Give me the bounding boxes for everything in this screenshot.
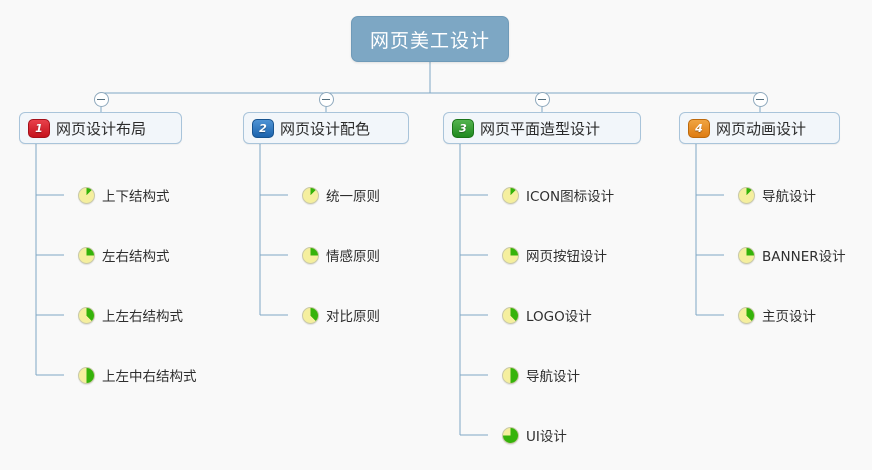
leaf-label: ICON图标设计	[526, 189, 615, 205]
leaf-label: 网页按钮设计	[526, 249, 607, 265]
progress-pie-icon	[78, 366, 95, 384]
leaf-item[interactable]: ICON图标设计	[502, 184, 614, 206]
branch-node-4[interactable]: 4 网页动画设计	[679, 112, 840, 144]
progress-pie-icon	[78, 186, 95, 204]
leaf-item[interactable]: 对比原则	[302, 304, 380, 326]
leaf-label: 对比原则	[326, 309, 380, 325]
progress-pie-icon	[738, 306, 755, 324]
leaf-item[interactable]: 上左右结构式	[78, 304, 183, 326]
leaf-item[interactable]: BANNER设计	[738, 244, 846, 266]
branch-badge-3: 3	[452, 118, 474, 138]
branch-badge-1: 1	[28, 118, 50, 138]
progress-pie-icon	[502, 306, 519, 324]
leaf-label: 左右结构式	[102, 249, 170, 265]
progress-pie-icon	[302, 186, 319, 204]
leaf-label: 统一原则	[326, 189, 380, 205]
leaf-label: 上左中右结构式	[102, 369, 197, 385]
leaf-label: 情感原则	[326, 249, 380, 265]
branch-label: 网页平面造型设计	[480, 119, 601, 138]
leaf-label: LOGO设计	[526, 309, 592, 325]
progress-pie-icon	[302, 246, 319, 264]
progress-pie-icon	[502, 366, 519, 384]
progress-pie-icon	[78, 246, 95, 264]
collapse-toggle-1[interactable]	[93, 92, 109, 107]
leaf-item[interactable]: 主页设计	[738, 304, 816, 326]
progress-pie-icon	[502, 426, 519, 444]
branch-label: 网页设计配色	[280, 119, 371, 138]
leaf-item[interactable]: 统一原则	[302, 184, 380, 206]
collapse-toggle-2[interactable]	[318, 92, 334, 107]
leaf-label: 主页设计	[762, 309, 816, 325]
collapse-toggle-4[interactable]	[752, 92, 768, 107]
leaf-label: UI设计	[526, 429, 567, 445]
progress-pie-icon	[738, 246, 755, 264]
leaf-item[interactable]: LOGO设计	[502, 304, 592, 326]
leaf-label: 导航设计	[762, 189, 816, 205]
progress-pie-icon	[78, 306, 95, 324]
progress-pie-icon	[502, 246, 519, 264]
branch-node-2[interactable]: 2 网页设计配色	[243, 112, 409, 144]
branch-label: 网页动画设计	[716, 119, 807, 138]
leaf-label: 上左右结构式	[102, 309, 183, 325]
leaf-item[interactable]: 情感原则	[302, 244, 380, 266]
progress-pie-icon	[738, 186, 755, 204]
leaf-label: BANNER设计	[762, 249, 846, 265]
leaf-item[interactable]: 上左中右结构式	[78, 364, 197, 386]
branch-label: 网页设计布局	[56, 119, 147, 138]
branch-badge-4: 4	[688, 118, 710, 138]
leaf-item[interactable]: 左右结构式	[78, 244, 170, 266]
root-node-label: 网页美工设计	[369, 29, 490, 52]
leaf-item[interactable]: 网页按钮设计	[502, 244, 607, 266]
leaf-item[interactable]: 导航设计	[502, 364, 580, 386]
leaf-label: 导航设计	[526, 369, 580, 385]
branch-badge-2: 2	[252, 118, 274, 138]
progress-pie-icon	[502, 186, 519, 204]
branch-node-3[interactable]: 3 网页平面造型设计	[443, 112, 641, 144]
leaf-label: 上下结构式	[102, 189, 170, 205]
leaf-item[interactable]: UI设计	[502, 424, 567, 446]
branch-node-1[interactable]: 1 网页设计布局	[19, 112, 182, 144]
progress-pie-icon	[302, 306, 319, 324]
root-node[interactable]: 网页美工设计	[351, 16, 509, 62]
leaf-item[interactable]: 导航设计	[738, 184, 816, 206]
collapse-toggle-3[interactable]	[534, 92, 550, 107]
leaf-item[interactable]: 上下结构式	[78, 184, 170, 206]
